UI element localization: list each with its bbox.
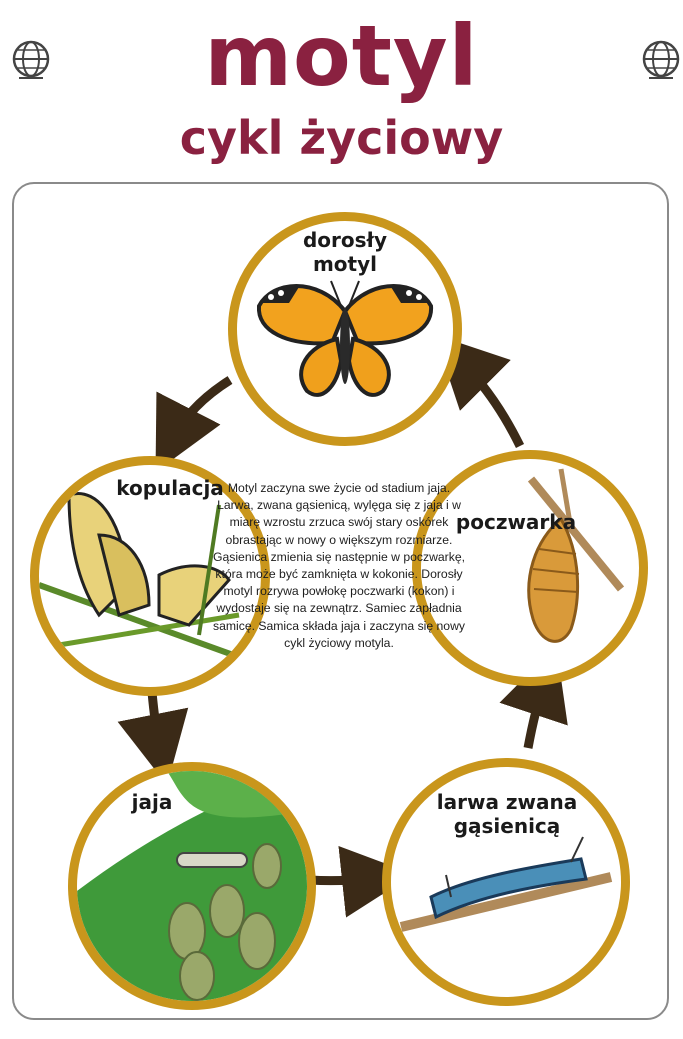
stage-eggs xyxy=(68,762,316,1010)
eggs-on-leaf-illustration xyxy=(77,771,307,1001)
stage-label-larva: larwa zwana gąsienicą xyxy=(418,790,596,838)
stage-label-adult: dorosły motyl xyxy=(280,228,410,276)
arrow-larva-to-pupa xyxy=(528,680,545,748)
arrow-eggs-to-larva xyxy=(310,878,378,881)
stage-label-eggs: jaja xyxy=(122,790,182,814)
arrow-mating-to-eggs xyxy=(152,692,160,750)
lifecycle-description: Motyl zaczyna swe życie od stadium jaja.… xyxy=(208,480,470,652)
arrow-adult-to-mating xyxy=(172,380,230,440)
arrow-pupa-to-adult xyxy=(460,360,520,446)
